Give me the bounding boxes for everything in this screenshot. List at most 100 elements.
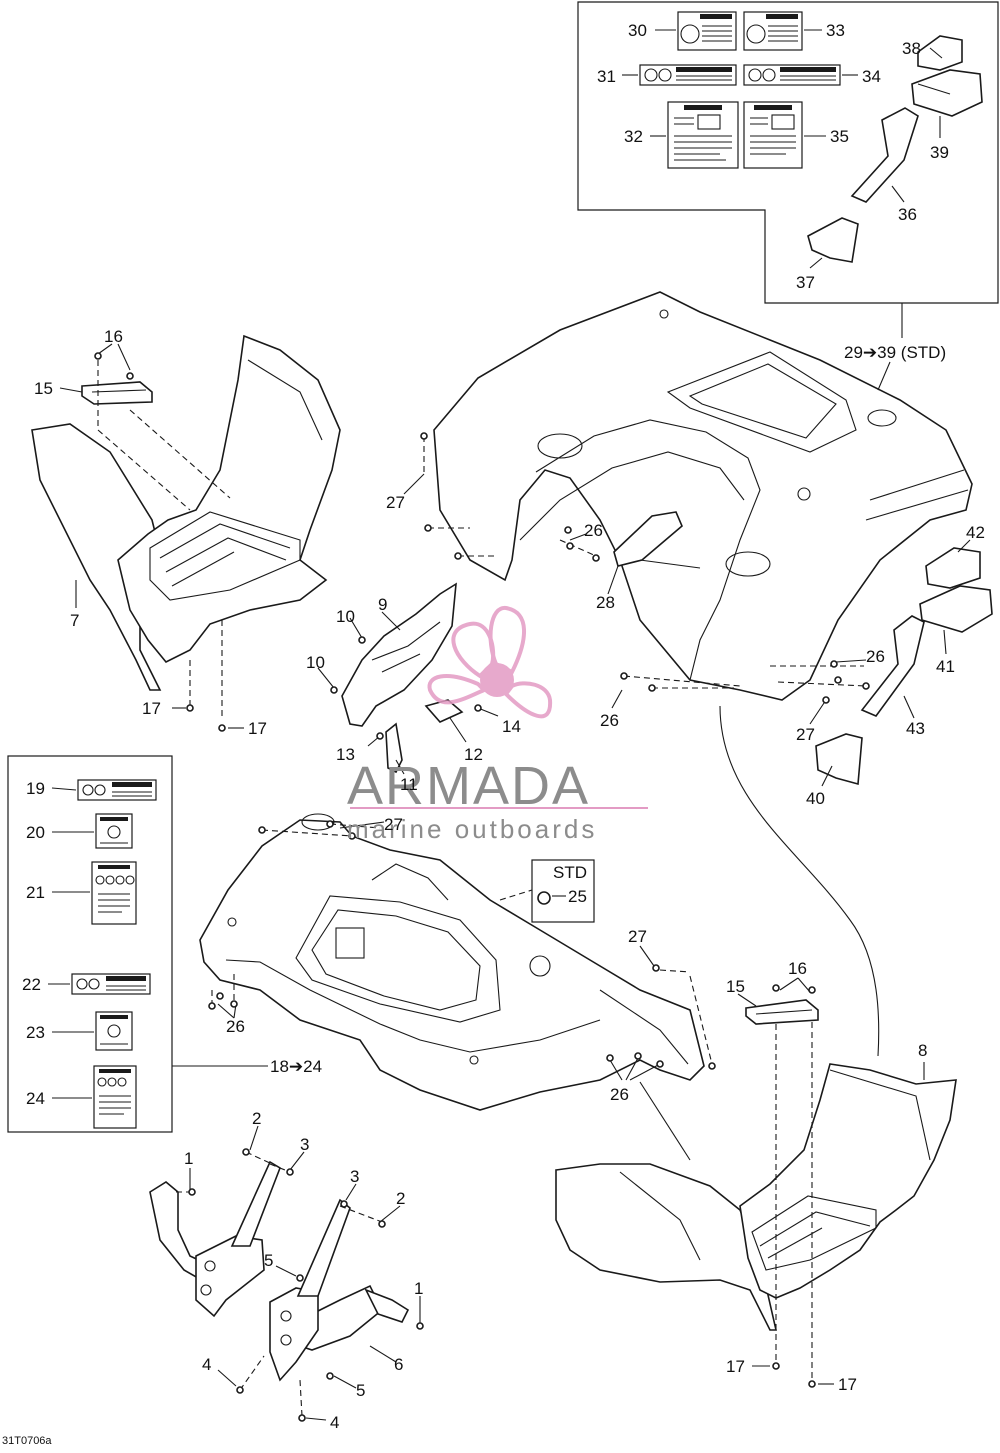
callout-21: 21 [26,883,45,902]
decal-33 [743,11,803,51]
callout-15-right: 15 [726,977,745,996]
callout-16-right: 16 [788,959,807,978]
callout-3-left: 3 [300,1135,309,1154]
callout-26: 26 [584,521,603,540]
callout-1-left: 1 [184,1149,193,1168]
callout-17-right: 17 [726,1357,745,1376]
callout-5-upper: 5 [264,1251,273,1270]
callout-4-left: 4 [202,1355,211,1374]
callout-41: 41 [936,657,955,676]
washer-25 [537,891,551,905]
decal-30 [677,11,737,51]
callout-27-right: 27 [796,725,815,744]
callout-40: 40 [806,789,825,808]
bracket-9 [341,582,457,727]
callout-24: 24 [26,1089,45,1108]
callout-13: 13 [336,745,355,764]
callout-2-right: 2 [396,1189,405,1208]
callout-35: 35 [830,127,849,146]
callout-5-lower: 5 [356,1381,365,1400]
trim-37 [807,217,859,263]
decal-19 [77,779,157,801]
callout-27: 27 [386,493,405,512]
callout-2-left: 2 [252,1109,261,1128]
trim-36 [850,107,919,203]
decal-21 [91,861,137,925]
left-footwell-7 [31,334,341,691]
armada-logo: ARMADA marine outboards [347,606,648,844]
front-fender [199,813,705,1111]
callout-26-lower: 26 [600,711,619,730]
right-footwell-8 [555,1063,957,1331]
callout-16: 16 [104,327,123,346]
decal-20 [95,813,133,849]
trim-40 [815,733,863,786]
std-box [531,859,595,923]
callout-38: 38 [902,39,921,58]
callout-37: 37 [796,273,815,292]
callout-11: 11 [400,775,418,794]
callout-12: 12 [464,745,483,764]
callout-26-front: 26 [226,1017,245,1036]
callout-28: 28 [596,593,615,612]
callout-17-left-b: 17 [248,719,267,738]
decal-35 [743,101,803,169]
watermark-brand: ARMADA [347,756,590,816]
callout-34: 34 [862,67,881,86]
callout-6: 6 [394,1355,403,1374]
std-label: STD [553,863,587,882]
callout-17-right-b: 17 [838,1375,857,1394]
rear-decal-kit-box [577,1,999,304]
trim-43 [860,615,925,717]
callout-22: 22 [22,975,41,994]
callout-36: 36 [898,205,917,224]
callout-26-front-right: 26 [610,1085,629,1104]
callout-8: 8 [918,1041,927,1060]
callout-14: 14 [502,717,521,736]
trim-42 [925,547,981,589]
callout-43: 43 [906,719,925,738]
decal-23 [95,1011,133,1051]
callout-3-right: 3 [350,1167,359,1186]
callout-18-24: 18➔24 [270,1057,322,1076]
decal-24 [93,1065,137,1129]
front-bumper-6 [149,1160,410,1382]
callout-17-left: 17 [142,699,161,718]
callout-29-39-std: 29➔39 (STD) [844,343,946,362]
callout-26-right: 26 [866,647,885,666]
rear-fender [433,291,973,701]
callout-15: 15 [34,379,53,398]
callout-7: 7 [70,611,79,630]
decal-32 [667,101,739,169]
callout-25: 25 [568,887,587,906]
callout-27-front: 27 [384,815,403,834]
callout-9: 9 [378,595,387,614]
fasteners [94,352,870,1422]
callout-20: 20 [26,823,45,842]
callout-10-lower: 10 [306,653,325,672]
callout-23: 23 [26,1023,45,1042]
callout-27-front-right: 27 [628,927,647,946]
callout-42: 42 [966,523,985,542]
reference-code: 31T0706a [2,1435,52,1447]
front-decal-kit-box [7,755,268,1133]
trim-38-39 [911,35,983,117]
callout-1-right: 1 [414,1279,423,1298]
callout-10-upper: 10 [336,607,355,626]
watermark-tagline: marine outboards [347,814,597,844]
footrest-15-right [745,999,819,1025]
callout-19: 19 [26,779,45,798]
callout-33: 33 [826,21,845,40]
callout-4-lower: 4 [330,1413,339,1432]
propeller-icon [427,606,553,719]
footrest-15-left [81,381,153,405]
callout-31: 31 [597,67,616,86]
decal-22 [71,973,151,995]
leader-lines [48,29,971,1421]
trim-41 [919,585,993,633]
callout-30: 30 [628,21,647,40]
decal-34 [743,64,841,86]
callout-labels: 30 33 31 34 32 35 38 39 36 37 29➔39 (STD… [2,21,985,1447]
